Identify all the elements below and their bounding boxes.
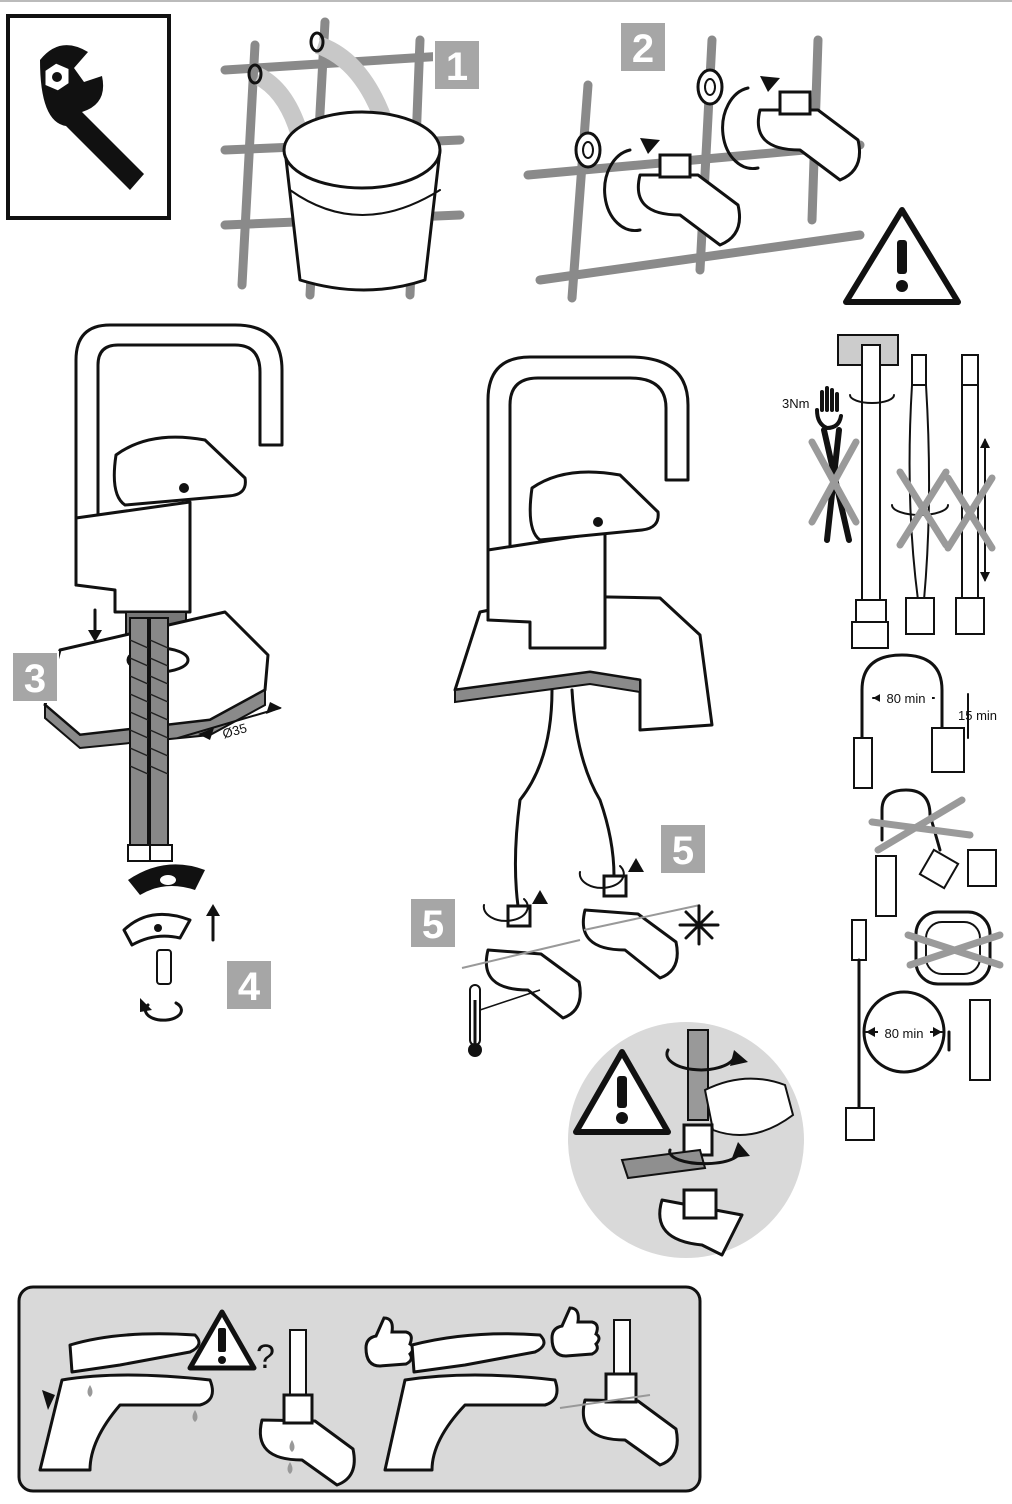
svg-text:1: 1 <box>446 45 468 89</box>
step-5-badge-b: 5 <box>410 898 456 948</box>
tool-box <box>8 16 169 218</box>
svg-text:5: 5 <box>672 829 694 873</box>
torque-label: 3Nm <box>782 396 809 411</box>
snowflake-icon <box>680 906 718 944</box>
hose-bend-width-label: 80 min <box>886 691 925 706</box>
step-5-connect: 5 5 <box>410 357 718 1057</box>
thermometer-icon <box>468 985 540 1057</box>
hand-icon <box>817 388 841 428</box>
question-mark: ? <box>256 1338 275 1376</box>
step-2-valves: 2 <box>528 22 860 298</box>
step-1-badge: 1 <box>434 40 480 90</box>
step-4-fasten: 4 <box>124 864 272 1020</box>
step-3-mount: Ø35 3 <box>12 325 282 861</box>
hose-loop-diameter-label: 80 min <box>884 1026 923 1041</box>
step-3-badge: 3 <box>12 652 58 702</box>
step-1-flush: 1 <box>225 22 480 295</box>
svg-text:5: 5 <box>422 903 444 947</box>
counterhold-detail <box>568 1022 804 1258</box>
hose-bend-height-label: 15 min <box>958 708 997 723</box>
svg-text:3: 3 <box>24 657 46 701</box>
svg-text:4: 4 <box>238 965 261 1009</box>
leak-check-panel: ? <box>19 1287 700 1491</box>
step-5-badge-a: 5 <box>660 824 706 874</box>
svg-text:2: 2 <box>632 27 654 71</box>
hose-handling: 3Nm 80 min 15 min <box>782 335 1000 1140</box>
step-4-badge: 4 <box>226 960 272 1010</box>
warning-triangle-icon <box>846 210 958 302</box>
step-2-badge: 2 <box>620 22 666 72</box>
